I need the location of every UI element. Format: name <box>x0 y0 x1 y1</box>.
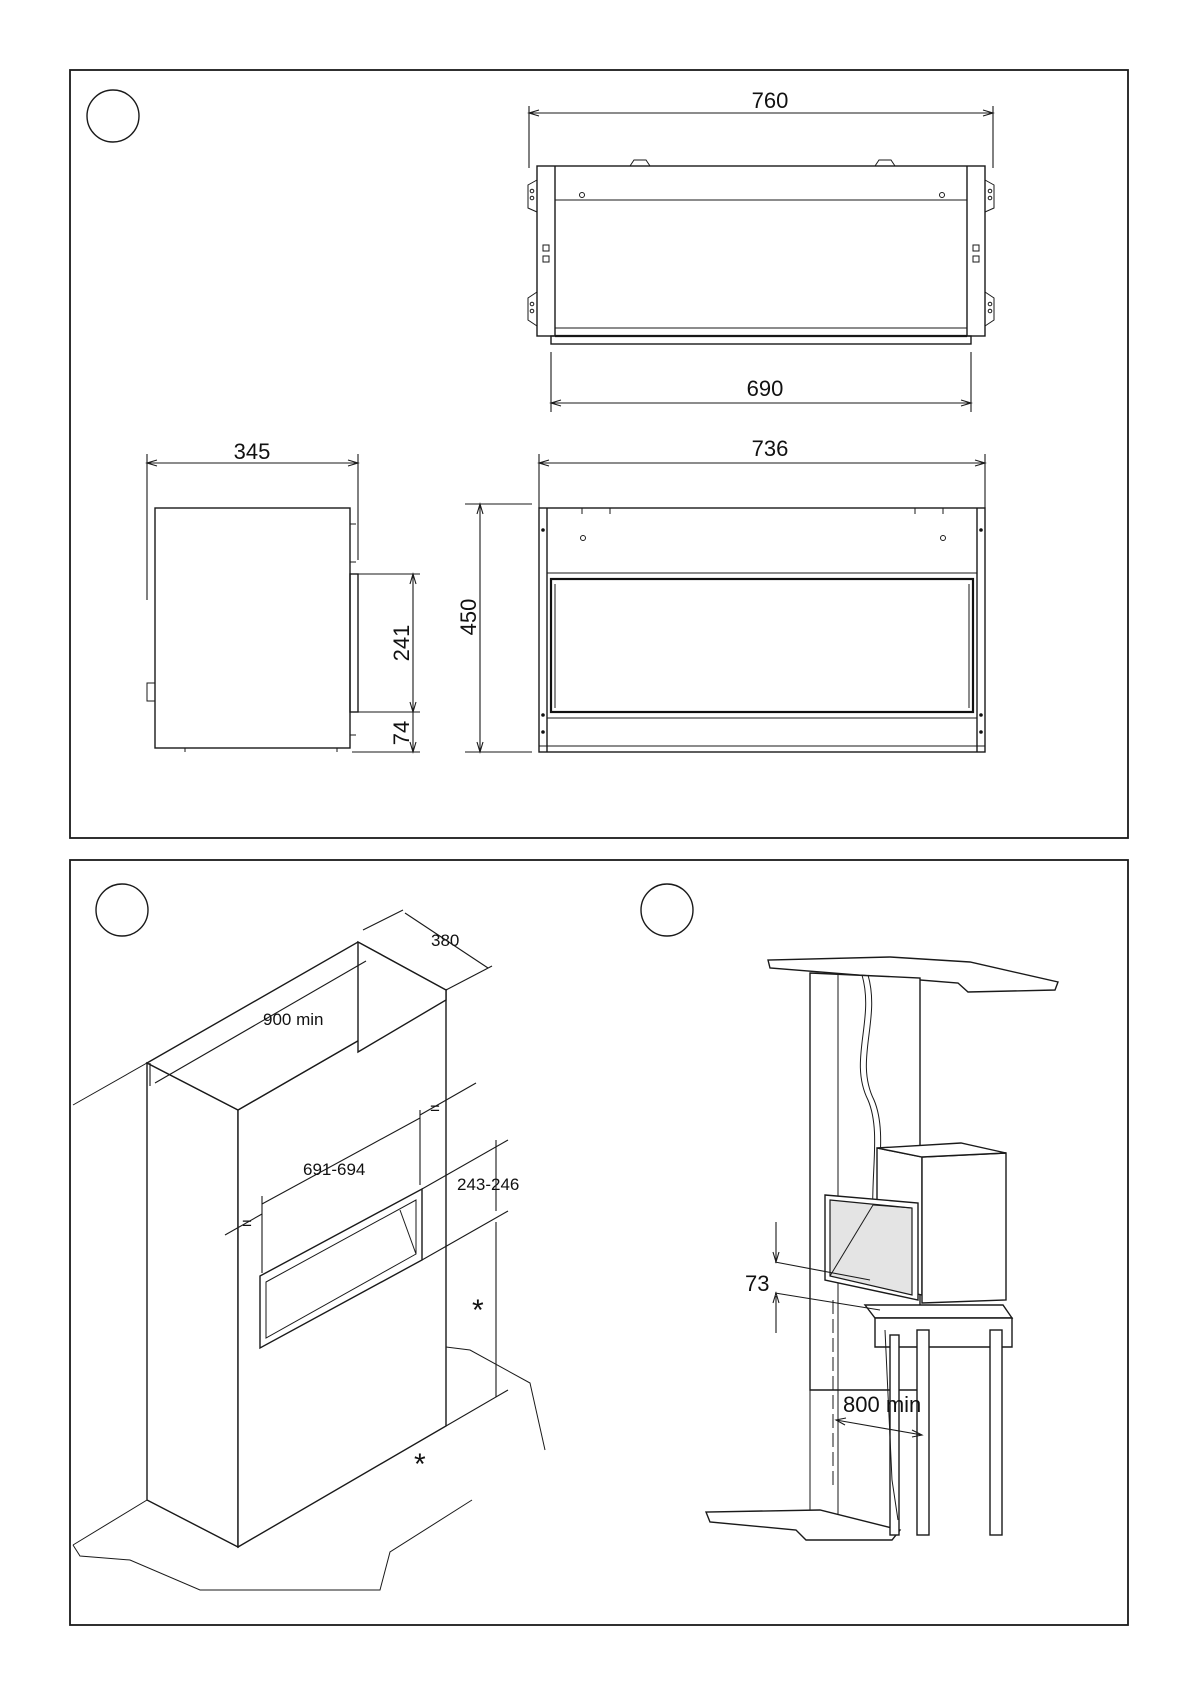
dim-label-equal-left: = <box>242 1214 252 1233</box>
dim-label-241: 241 <box>389 625 414 662</box>
dimension-800-min <box>836 1418 922 1437</box>
dim-label-star-bottom: * <box>414 1448 426 1481</box>
dim-label-691-694: 691-694 <box>303 1160 365 1179</box>
dim-label-243-246: 243-246 <box>457 1175 519 1194</box>
top-view-drawing <box>528 160 994 344</box>
dim-label-800-min: 800 min <box>843 1392 921 1417</box>
panel-3-step-circle <box>641 884 693 936</box>
dim-label-345: 345 <box>234 439 271 464</box>
dimension-760 <box>529 106 993 168</box>
dimension-736 <box>539 454 985 508</box>
dim-label-73: 73 <box>745 1271 769 1296</box>
panel-2-step-circle <box>96 884 148 936</box>
dim-label-690: 690 <box>747 376 784 401</box>
front-view-drawing <box>539 508 985 752</box>
panel-1-step-circle <box>87 90 139 142</box>
dim-label-74: 74 <box>389 721 414 745</box>
dim-label-450: 450 <box>456 599 481 636</box>
dim-label-star-side: * <box>472 1294 484 1327</box>
dim-label-760: 760 <box>752 88 789 113</box>
chimney-breast-drawing <box>147 942 545 1547</box>
side-view-drawing <box>147 508 358 752</box>
dimension-345 <box>147 454 358 600</box>
dim-label-equal-right: = <box>430 1099 440 1118</box>
installed-unit-drawing <box>706 957 1058 1540</box>
dim-label-380: 380 <box>431 931 459 950</box>
panel-1-frame <box>70 70 1128 838</box>
dim-label-900-min: 900 min <box>263 1010 323 1029</box>
dim-label-736: 736 <box>752 436 789 461</box>
